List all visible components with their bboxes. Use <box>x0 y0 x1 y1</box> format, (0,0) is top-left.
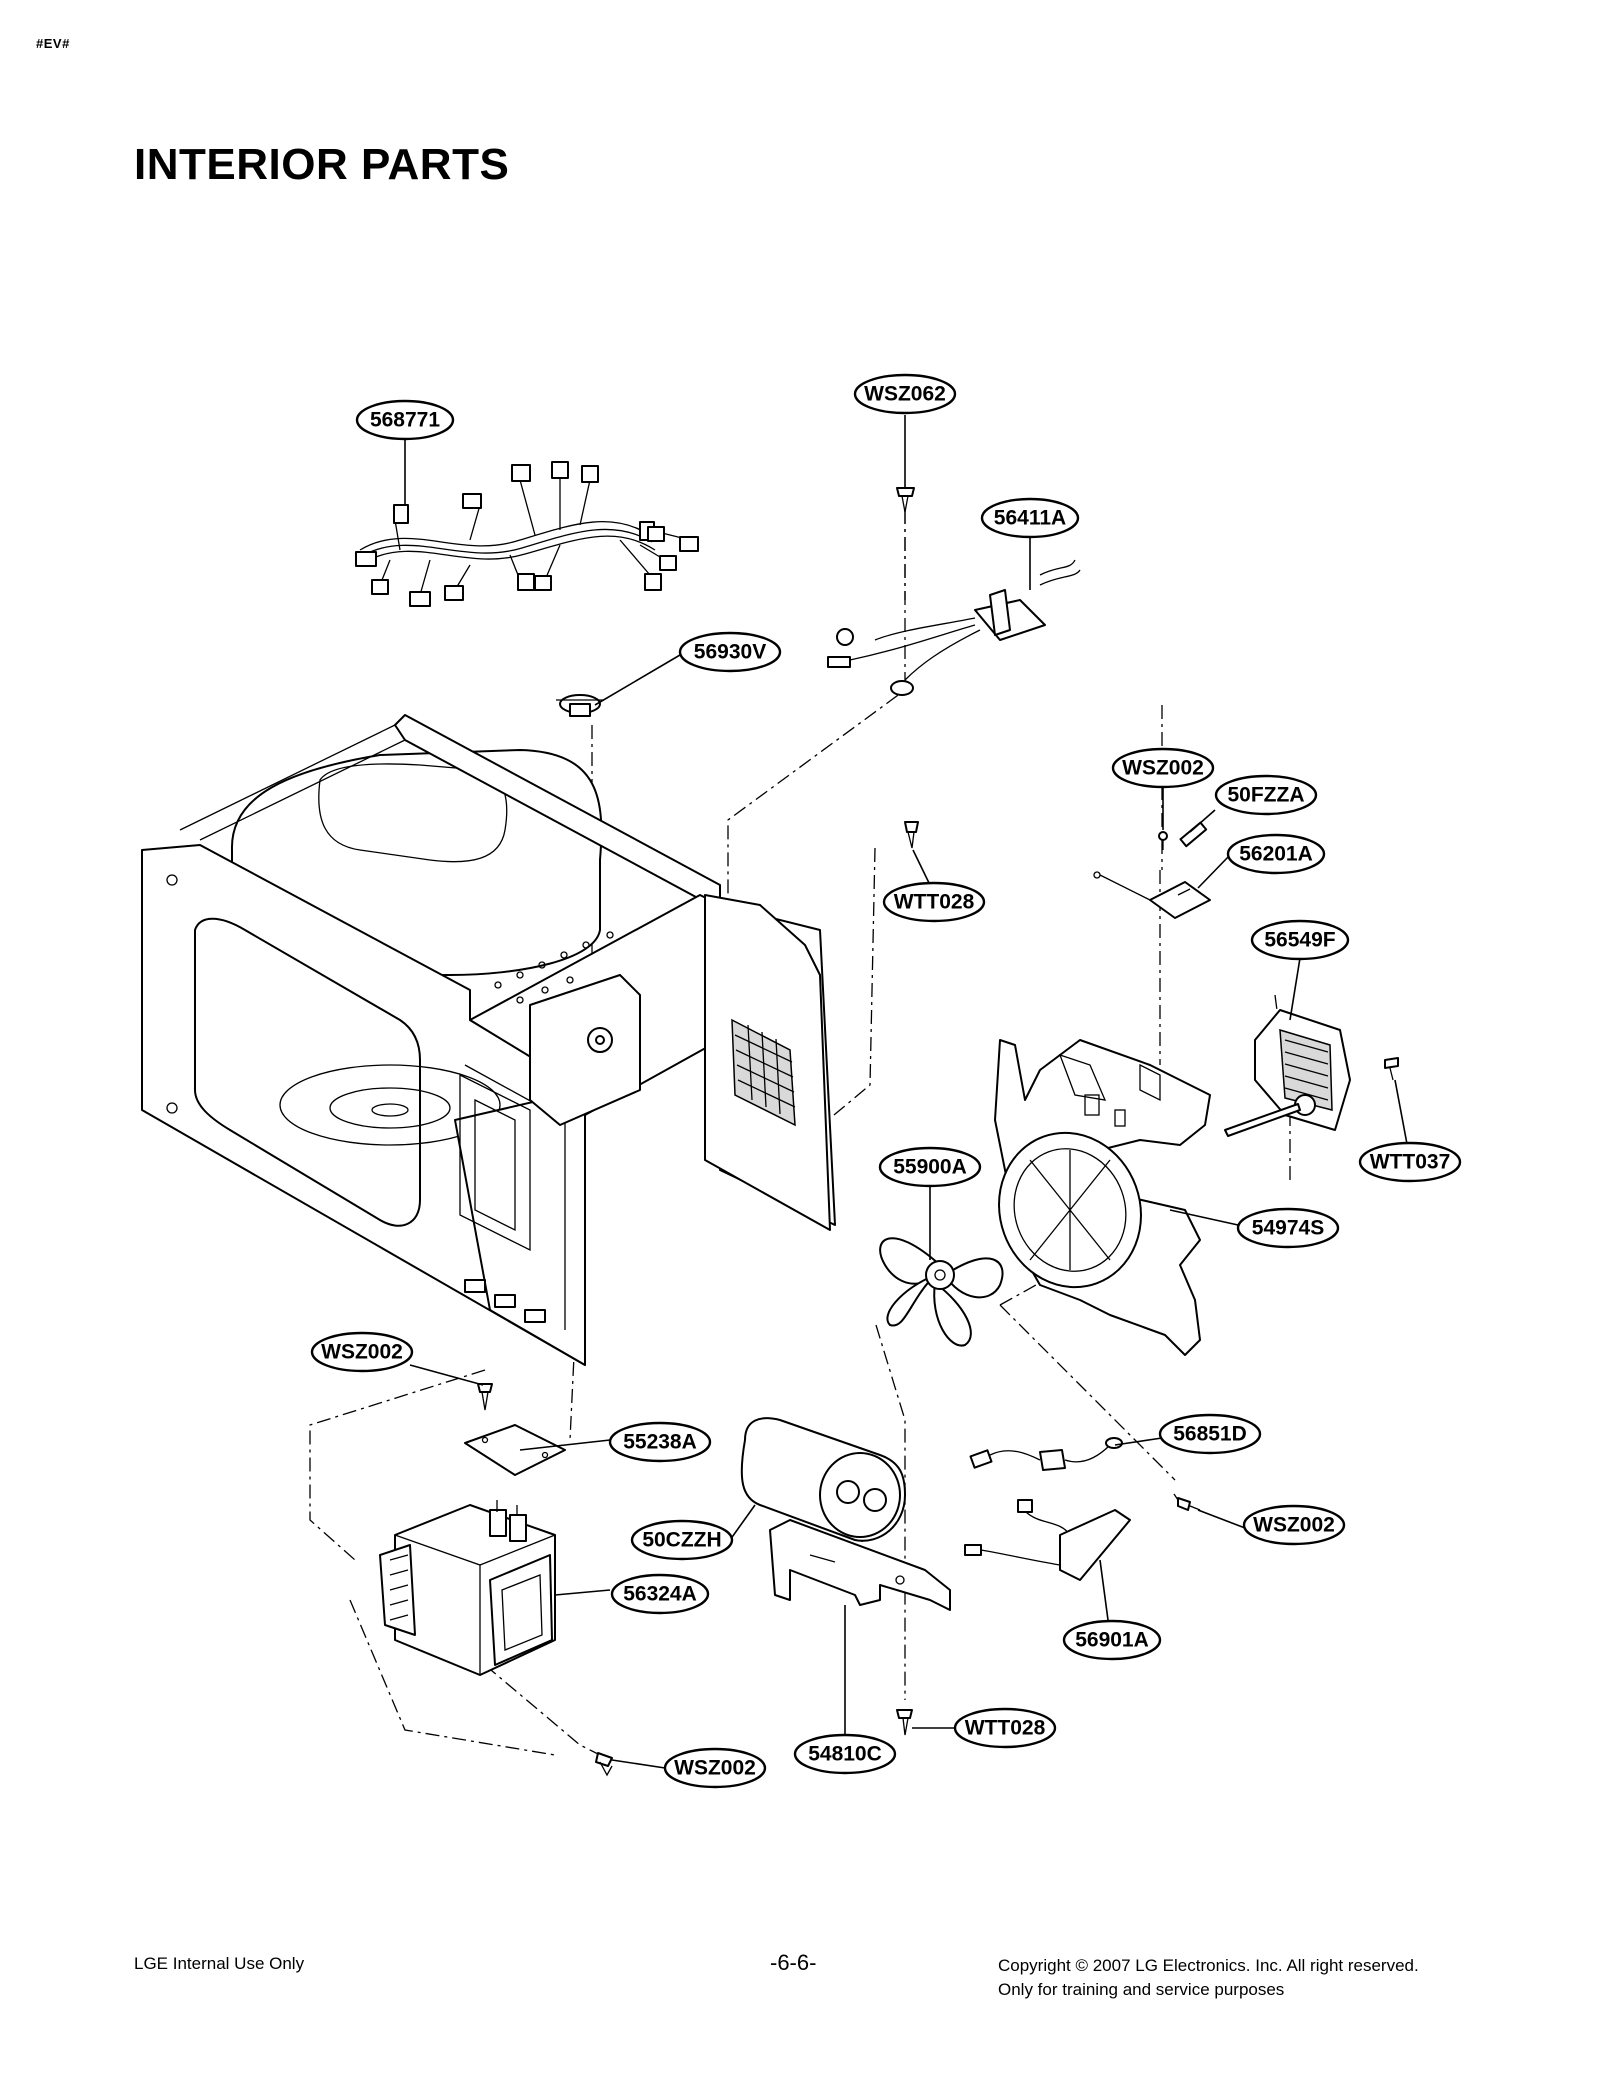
callout-50fzza: 50FZZA <box>1214 774 1318 816</box>
callout-54810c: 54810C <box>793 1733 897 1775</box>
fan-housing-part <box>994 1039 1211 1356</box>
fuse-and-board-part <box>1093 821 1211 919</box>
callout-568771: 568771 <box>355 399 455 441</box>
mica-cover-part <box>464 1424 566 1476</box>
screw-wsz002-left-part <box>477 1383 493 1411</box>
callout-label: WTT028 <box>965 1717 1046 1740</box>
thermostat-part <box>556 694 604 717</box>
copyright-text: Copyright © 2007 LG Electronics. Inc. Al… <box>998 1956 1419 1975</box>
callout-55900a: 55900A <box>878 1146 982 1188</box>
callout-label: 50CZZH <box>642 1529 721 1552</box>
page-number: -6-6- <box>770 1950 817 1975</box>
callout-label: 568771 <box>370 409 440 432</box>
page-title: INTERIOR PARTS <box>134 140 510 189</box>
callout-label: 50FZZA <box>1227 784 1304 807</box>
callout-56411a: 56411A <box>980 497 1080 539</box>
screw-wsz062-part <box>896 487 915 513</box>
callout-wsz002-right: WSZ002 <box>1242 1504 1346 1546</box>
callout-label: 56901A <box>1075 1629 1149 1652</box>
bracket-part <box>769 1519 951 1611</box>
callout-label: WSZ002 <box>674 1757 756 1780</box>
leader-lines <box>404 415 1411 1769</box>
callout-56851d: 56851D <box>1158 1413 1262 1455</box>
magnetron-part <box>379 1500 556 1676</box>
callout-label: WTT028 <box>894 891 975 914</box>
callout-56201a: 56201A <box>1226 833 1326 875</box>
callout-56930v: 56930V <box>678 631 782 673</box>
callout-label: 56549F <box>1264 929 1335 952</box>
document-code: #EV# <box>36 36 70 51</box>
callout-label: WSZ002 <box>1122 757 1204 780</box>
callout-label: WSZ062 <box>864 383 946 406</box>
callout-label: WSZ002 <box>1253 1514 1335 1537</box>
callout-label: 56411A <box>994 507 1066 530</box>
callout-56549f: 56549F <box>1250 919 1350 961</box>
screw-wtt028-upper-part <box>904 821 919 849</box>
callout-wtt028-lower: WTT028 <box>953 1707 1057 1749</box>
callout-label: 55238A <box>623 1431 697 1454</box>
callout-wsz002-top: WSZ002 <box>1111 747 1215 789</box>
fan-motor-part <box>1224 1009 1399 1137</box>
screw-wsz002-right-part <box>1173 1493 1201 1511</box>
fan-blade-part <box>879 1237 1004 1347</box>
callout-wsz002-left: WSZ002 <box>310 1331 414 1373</box>
callout-label: 56851D <box>1173 1423 1247 1446</box>
callout-label: 54974S <box>1252 1217 1324 1240</box>
screw-wtt028-lower-part <box>896 1709 913 1736</box>
wire-harness-part <box>355 461 699 607</box>
capacitor-part <box>740 1417 906 1542</box>
callout-label: WTT037 <box>1370 1151 1451 1174</box>
callout-50czzh: 50CZZH <box>630 1519 734 1561</box>
callout-label: WSZ002 <box>321 1341 403 1364</box>
callout-label: 56201A <box>1239 843 1313 866</box>
footer-internal-note: LGE Internal Use Only <box>134 1954 305 1973</box>
callout-label: 54810C <box>808 1743 882 1766</box>
oven-cavity-chassis-part <box>141 714 836 1366</box>
callout-56901a: 56901A <box>1062 1619 1162 1661</box>
usage-note: Only for training and service purposes <box>998 1980 1285 1999</box>
callout-wsz062: WSZ062 <box>853 373 957 415</box>
callout-56324a: 56324A <box>610 1573 710 1615</box>
callout-54974s: 54974S <box>1236 1207 1340 1249</box>
callout-wtt028-upper: WTT028 <box>882 881 986 923</box>
connector-cable-part <box>964 1499 1131 1581</box>
callout-wsz002-bottom: WSZ002 <box>663 1747 767 1789</box>
power-cord-part <box>827 559 1081 696</box>
callout-label: 55900A <box>893 1156 967 1179</box>
callout-label: 56930V <box>694 641 766 664</box>
callout-label: 56324A <box>623 1583 697 1606</box>
sensor-cable-part <box>969 1437 1123 1471</box>
footer-copyright-block: Copyright © 2007 LG Electronics. Inc. Al… <box>998 1954 1419 2002</box>
screw-wsz002-bottom-part <box>595 1752 613 1777</box>
callout-wtt037: WTT037 <box>1358 1141 1462 1183</box>
callout-55238a: 55238A <box>608 1421 712 1463</box>
